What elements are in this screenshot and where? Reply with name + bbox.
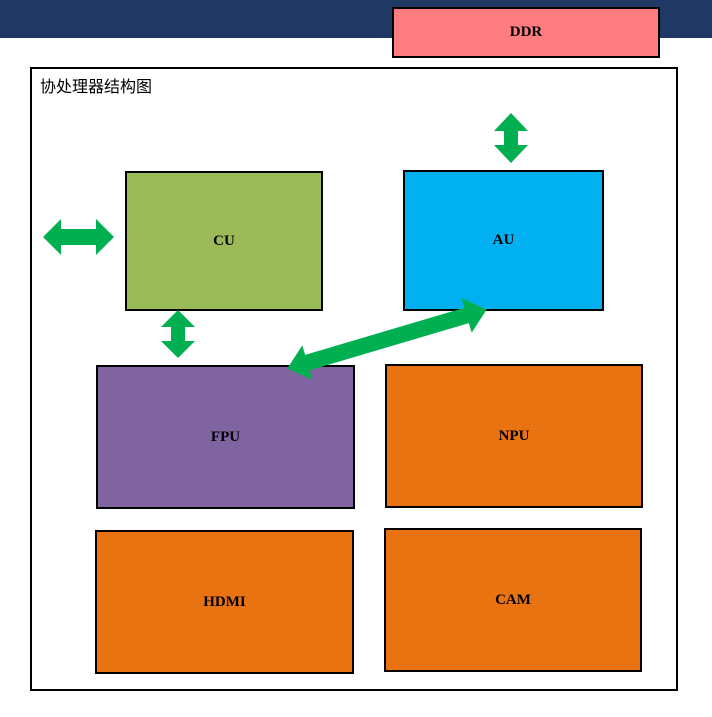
hdmi-block: HDMI <box>95 530 354 674</box>
au-block: AU <box>403 170 604 311</box>
cam-block: CAM <box>384 528 642 672</box>
cu-block: CU <box>125 171 323 311</box>
external-cu-arrow <box>43 219 114 255</box>
ddr-block: DDR <box>392 7 660 58</box>
fpu-block: FPU <box>96 365 355 509</box>
cu-fpu-arrow <box>161 310 195 358</box>
coprocessor-frame <box>30 67 678 691</box>
au-fpu-arrow <box>287 298 487 380</box>
diagram-title: 协处理器结构图 <box>40 77 153 96</box>
npu-block: NPU <box>385 364 643 508</box>
au-ddr-arrow <box>494 113 528 163</box>
